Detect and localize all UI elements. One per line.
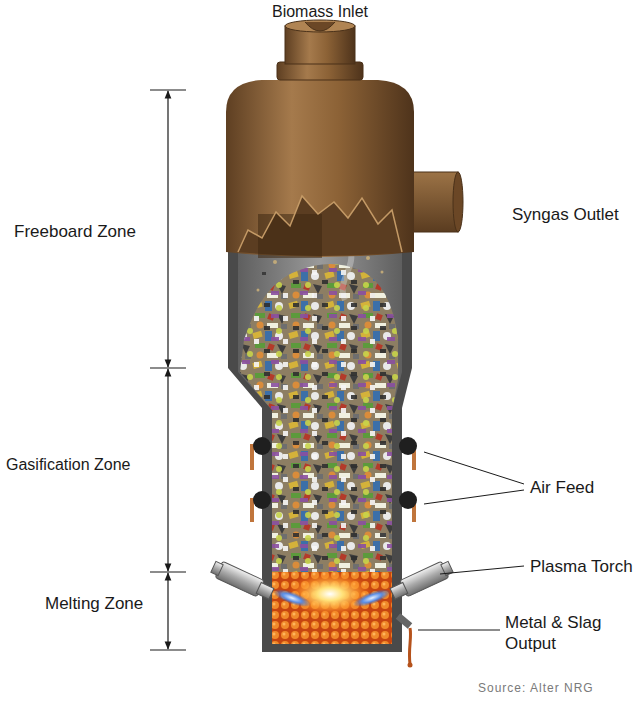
callout-label: Metal & Slag Output [505,612,623,655]
callout-label: Plasma Torch [530,556,633,577]
zone-bracket [150,90,186,650]
zone-label: Freeboard Zone [14,221,136,242]
zone-label: Gasification Zone [6,455,131,475]
melting-pool [272,572,392,644]
inlet-label: Biomass Inlet [272,2,368,22]
leader-line [418,452,524,630]
waste-pile [240,205,398,574]
outlet-label: Syngas Outlet [512,204,619,225]
plasma-torch [210,559,455,611]
slag-tap [398,616,413,668]
air-feed-port [252,437,417,522]
biomass-inlet-nozzle [277,20,363,80]
zone-label: Melting Zone [45,593,143,614]
callout-label: Air Feed [530,477,594,498]
reactor-dome [226,80,414,258]
source-caption: Source: Alter NRG [478,681,594,695]
